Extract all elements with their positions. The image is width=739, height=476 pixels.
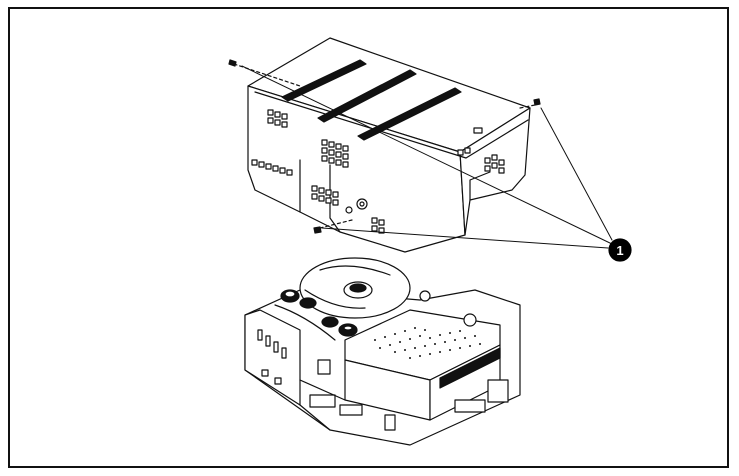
cover-boss: [356, 198, 368, 210]
tape-drive-mechanism: [244, 257, 521, 446]
cover-slot: [281, 59, 462, 141]
vent-holes: [251, 109, 505, 234]
roller-assembly: [274, 289, 358, 341]
callout-leaders: [241, 65, 613, 249]
drive-cover: [247, 37, 531, 253]
callout-badge: 1: [608, 238, 632, 262]
cartridge-housing: [344, 309, 501, 421]
callout-label: 1: [616, 243, 623, 258]
